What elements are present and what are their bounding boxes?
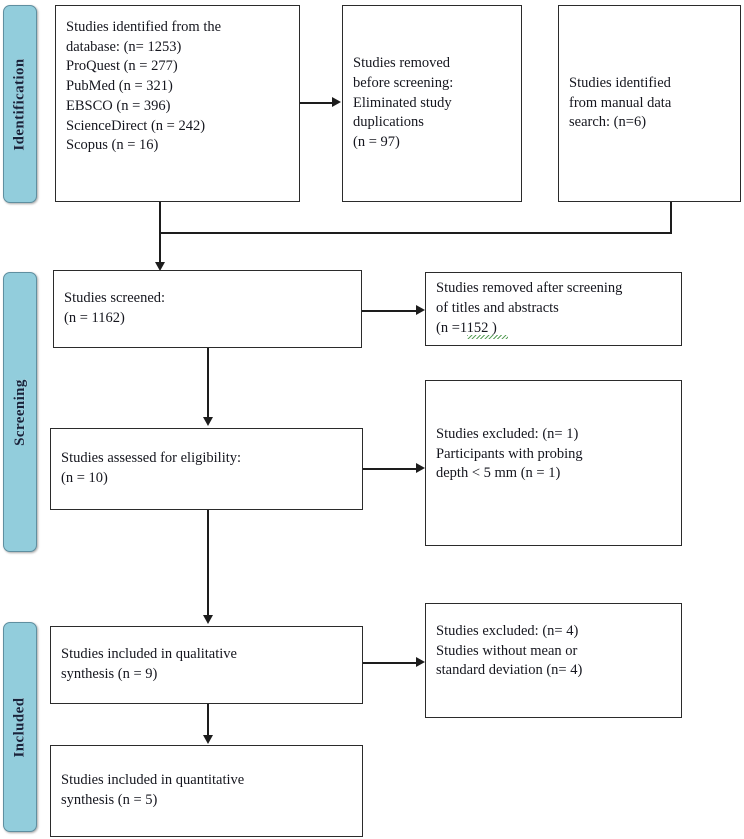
connector-database-to-removed xyxy=(300,102,333,104)
box-studies-identified-database-text: Studies identified from the database: (n… xyxy=(66,19,222,154)
stage-label-identification: Identification xyxy=(11,57,28,151)
box-studies-excluded-eligibility: Studies excluded: (n= 1) Participants wi… xyxy=(425,380,682,546)
box-studies-excluded-quantitative: Studies excluded: (n= 4) Studies without… xyxy=(425,603,682,718)
box-studies-screened: Studies screened: (n = 1162) xyxy=(53,270,362,348)
connector-manual-down xyxy=(670,202,672,233)
stage-bar-included: Included xyxy=(3,622,37,832)
arrow-into-eligibility xyxy=(203,417,213,426)
arrow-screened-to-removed-after xyxy=(416,305,425,315)
box-included-quantitative: Studies included in quantitative synthes… xyxy=(50,745,363,837)
box-studies-assessed-eligibility: Studies assessed for eligibility: (n = 1… xyxy=(50,428,363,510)
box-studies-excluded-eligibility-text: Studies excluded: (n= 1) Participants wi… xyxy=(436,426,583,482)
box-studies-identified-database: Studies identified from the database: (n… xyxy=(55,5,300,202)
connector-qualitative-down xyxy=(207,704,209,740)
connector-qualitative-to-excluded xyxy=(363,662,418,664)
connector-database-down xyxy=(159,202,161,266)
arrow-into-quantitative xyxy=(203,735,213,744)
box-studies-removed-before-screening: Studies removed before screening: Elimin… xyxy=(342,5,522,202)
box-studies-excluded-quantitative-text: Studies excluded: (n= 4) Studies without… xyxy=(436,623,583,679)
box-studies-identified-manual: Studies identified from manual data sear… xyxy=(558,5,741,202)
connector-eligibility-to-excluded xyxy=(363,468,418,470)
box-studies-removed-after-screening: Studies removed after screening of title… xyxy=(425,272,682,346)
box-studies-removed-before-screening-text: Studies removed before screening: Elimin… xyxy=(353,55,454,151)
spellcheck-squiggle-1152 xyxy=(467,335,508,339)
connector-manual-merge-horizontal xyxy=(159,232,672,234)
arrow-into-qualitative xyxy=(203,615,213,624)
box-included-qualitative: Studies included in qualitative synthesi… xyxy=(50,626,363,704)
connector-screened-down xyxy=(207,348,209,420)
box-studies-identified-manual-text: Studies identified from manual data sear… xyxy=(569,74,672,131)
arrow-eligibility-to-excluded xyxy=(416,463,425,473)
box-included-qualitative-text: Studies included in qualitative synthesi… xyxy=(61,646,237,682)
arrow-into-screened xyxy=(155,262,165,271)
arrow-qualitative-to-excluded xyxy=(416,657,425,667)
stage-label-included: Included xyxy=(11,697,28,757)
box-studies-assessed-eligibility-text: Studies assessed for eligibility: (n = 1… xyxy=(61,450,242,486)
stage-label-screening: Screening xyxy=(11,378,28,446)
arrow-database-to-removed xyxy=(332,97,341,107)
box-studies-screened-text: Studies screened: (n = 1162) xyxy=(64,290,166,326)
connector-screened-to-removed-after xyxy=(362,310,418,312)
stage-bar-screening: Screening xyxy=(3,272,37,552)
box-studies-removed-after-screening-text: Studies removed after screening of title… xyxy=(436,280,623,336)
stage-bar-identification: Identification xyxy=(3,5,37,203)
box-included-quantitative-text: Studies included in quantitative synthes… xyxy=(61,772,245,808)
connector-eligibility-down xyxy=(207,510,209,618)
